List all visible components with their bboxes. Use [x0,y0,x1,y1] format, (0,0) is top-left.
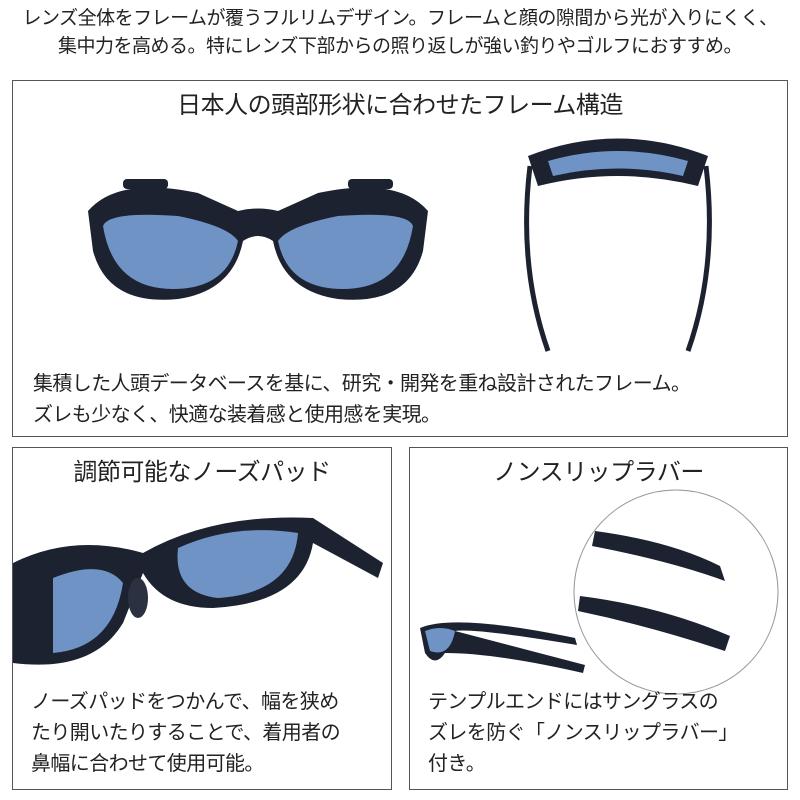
panel-title: ノンスリップラバー [493,458,704,486]
intro-text: レンズ全体をフレームが覆うフルリムデザイン。フレームと顔の隙間から光が入りにくく… [0,4,800,60]
description-line: ズレを防ぐ「ノンスリップラバー」 [428,720,738,744]
panel-title: 日本人の頭部形状に合わせたフレーム構造 [177,91,623,119]
intro-line-1: レンズ全体をフレームが覆うフルリムデザイン。フレームと顔の隙間から光が入りにくく… [22,7,778,29]
glasses-top-image [524,138,712,352]
description-line: ノーズパッドをつかんで、幅を狭め [31,689,339,713]
description-line: 付き。 [428,751,486,775]
panel-non-slip-rubber: ノンスリップラバー テンプルエンドにはサングラスの ズレを防ぐ「ノンスリップラバ… [409,447,788,790]
description-line: 鼻幅に合わせて使用可能。 [31,751,264,775]
nose-pad-closeup-image [13,517,383,665]
description-line: 集積した人頭データベースを基に、研究・開発を重ね設計されたフレーム。 [33,371,691,395]
panel-description: ノーズパッドをつかんで、幅を狭め たり開いたりすることで、着用者の 鼻幅に合わせ… [31,686,341,779]
glasses-front-image [88,179,428,300]
temple-end-closeup-image [573,489,779,695]
description-line: たり開いたりすることで、着用者の [31,720,341,744]
description-line: ズレも少なく、快適な装着感と使用感を実現。 [33,402,441,426]
intro-line-2: 集中力を高める。特にレンズ下部からの照り返しが強い釣りやゴルフにおすすめ。 [57,35,743,57]
panel-title: 調節可能なノーズパッド [73,458,331,486]
panel-frame-structure: 日本人の頭部形状に合わせたフレーム構造 集積した人頭データベースを基に、研究・開… [12,80,788,437]
panel-description: 集積した人頭データベースを基に、研究・開発を重ね設計されたフレーム。 ズレも少な… [33,368,691,430]
glasses-side-image [420,622,585,673]
panel-description: テンプルエンドにはサングラスの ズレを防ぐ「ノンスリップラバー」 付き。 [428,686,738,779]
panel-nose-pad: 調節可能なノーズパッド ノーズパッドをつかんで、幅を狭め たり開いたりすることで… [12,447,392,790]
description-line: テンプルエンドにはサングラスの [428,689,719,713]
